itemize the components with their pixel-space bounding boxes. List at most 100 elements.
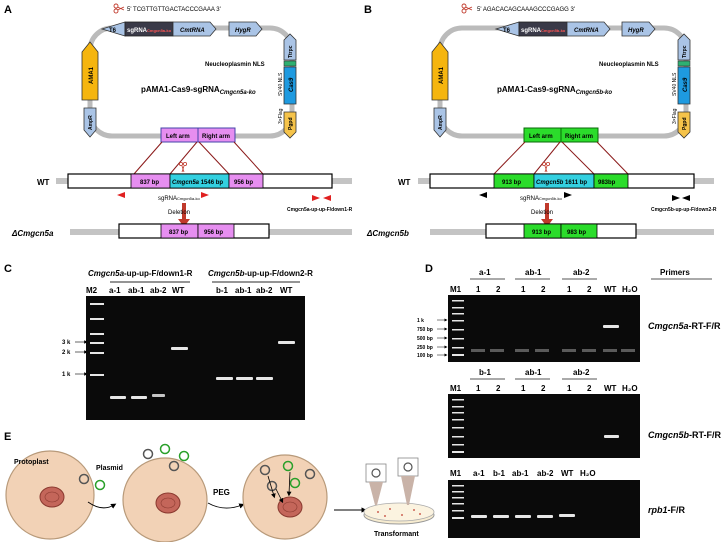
plasmid-icon xyxy=(259,464,271,476)
ladder-band xyxy=(452,497,464,499)
uptake-arrow xyxy=(275,488,284,504)
hygr-label: HygR xyxy=(235,28,251,34)
sample-band xyxy=(559,514,575,517)
nls-label: Neucleoplasmin NLS xyxy=(205,62,265,68)
plasmid-icon xyxy=(159,443,171,455)
gel-d1-lane-labels: M1 1 2 1 2 1 2 WT H₂O xyxy=(450,285,638,294)
ama1-label: AMA1 xyxy=(439,66,445,84)
mutant-right-fragment-label: 956 bp xyxy=(204,230,223,236)
lane-label: M1 xyxy=(450,469,462,478)
panel-label-e: E xyxy=(4,431,11,443)
plasmid-icon xyxy=(78,473,90,485)
ladder-band xyxy=(452,451,464,453)
pgpd-label: Pgpd xyxy=(682,118,688,131)
primer-dimer-band xyxy=(621,349,635,352)
primer-dimer-band xyxy=(562,349,576,352)
primer-label: Cmgcn5b-up-up-F/down2-R xyxy=(651,207,717,213)
plasmid-backbone xyxy=(87,25,295,139)
deletion-label: Deletion xyxy=(531,210,553,216)
plasmid-icon xyxy=(94,479,106,491)
panel-b: B 5' AGACACAGCAAAGCCCGAGG 3' T6 sgRNACmg… xyxy=(364,3,717,239)
plasmid-icon xyxy=(142,448,154,460)
nls-element xyxy=(283,60,297,67)
lane-label: M1 xyxy=(450,384,462,393)
group-label: ab-1 xyxy=(525,268,542,277)
lane-label: 1 xyxy=(521,285,526,294)
sgrna-cassette: T6 sgRNACmgcn5a-ko CmtRNA HygR xyxy=(100,21,263,37)
right-arm-box xyxy=(560,127,599,143)
sgrna-target-sequence: 5' AGACACAGCAAAGCCCGAGG 3' xyxy=(477,7,575,13)
pgpd-label: Pgpd xyxy=(288,118,294,131)
sgrna-site-label: sgRNACmgcn5b-ko xyxy=(520,196,562,202)
primers-header: Primers xyxy=(660,268,690,277)
wt-gene-label: Cmgcn5a 1546 bp xyxy=(172,180,223,186)
size-label: 500 bp xyxy=(417,336,433,342)
protoplast-label: Protoplast xyxy=(14,459,49,466)
primer-dimer-band xyxy=(490,349,504,352)
lane-label: WT xyxy=(604,285,617,294)
ampr-label: AmpR xyxy=(88,115,94,130)
sgrna-label: sgRNACmgcn5b-ko xyxy=(521,28,566,34)
primer-dimer-band xyxy=(515,349,529,352)
cut-site-icon xyxy=(179,162,188,173)
ama1-element xyxy=(431,41,449,101)
size-label: 1 k xyxy=(417,318,424,324)
sgrna-target-sequence: 5' TCGTTGTTGACTACCCGAAA 3' xyxy=(127,7,221,13)
protoplast-cell xyxy=(242,454,328,540)
sample-band xyxy=(603,325,619,328)
deletion-arrowhead xyxy=(178,219,190,227)
left-arm-label: Left arm xyxy=(529,134,553,140)
pgpd-element xyxy=(677,111,691,139)
mutant-label: ΔCmgcn5b xyxy=(366,229,409,238)
lane-label: a-1 xyxy=(109,286,121,295)
uptake-arrow xyxy=(286,471,292,497)
ladder-band xyxy=(452,406,464,408)
ladder-band xyxy=(452,320,464,322)
sample-band xyxy=(493,515,509,518)
primer-arrows xyxy=(117,192,331,201)
plasmid-icon xyxy=(289,477,301,489)
wt-label: WT xyxy=(37,178,50,187)
ladder-band xyxy=(452,491,464,493)
lane-label: 1 xyxy=(567,384,572,393)
gel-d3-lane-labels: M1 a-1 b-1 ab-1 ab-2 WT H₂O xyxy=(450,469,596,478)
gel-d1-primer: Cmgcn5a-RT-F/R xyxy=(648,321,721,331)
flag-label: 3×Flag xyxy=(672,108,678,124)
ampr-element xyxy=(83,107,97,138)
ladder-band xyxy=(452,313,464,315)
lane-label: WT xyxy=(172,286,185,295)
sgrna-cassette: T6 sgRNACmgcn5b-ko CmtRNA HygR xyxy=(494,21,656,37)
petri-dish xyxy=(363,502,435,525)
lane-label: b-1 xyxy=(216,286,229,295)
sample-band xyxy=(131,396,147,399)
ampr-element xyxy=(433,107,447,138)
right-arm-label: Right arm xyxy=(565,134,593,140)
transformant-label: Transformant xyxy=(374,531,419,538)
sgrna-site-label: sgRNACmgcn5a-ko xyxy=(158,196,200,202)
wt-right-fragment xyxy=(593,173,629,189)
ladder-band xyxy=(452,427,464,429)
group-label: ab-2 xyxy=(573,368,590,377)
gel-d1-size-labels: 1 k 750 bp 500 bp 250 bp 100 bp xyxy=(417,318,448,359)
gel-d2-primer: Cmgcn5b-RT-F/R xyxy=(648,430,722,440)
primer-label: Cmgcn5a-up-up-F/down1-R xyxy=(287,207,353,213)
ladder-band xyxy=(452,419,464,421)
size-label: 3 k xyxy=(62,340,71,346)
lane-label: 1 xyxy=(521,384,526,393)
sample-band xyxy=(256,377,273,380)
hygr-label: HygR xyxy=(628,28,644,34)
sample-band xyxy=(216,377,233,380)
flow-arrow xyxy=(207,502,245,509)
lane-label: WT xyxy=(604,384,617,393)
lane-label: ab-1 xyxy=(512,469,529,478)
group-label: a-1 xyxy=(479,268,491,277)
trpc-label: Ttrpc xyxy=(288,45,294,58)
ladder-band xyxy=(452,354,464,356)
ladder-band xyxy=(452,399,464,401)
panel-a: A 5' TCGTTGTTGACTACCCGAAA 3' T6 sgRNACmg… xyxy=(4,3,353,239)
deletion-arrowhead xyxy=(541,219,553,227)
pipette-tip-icon xyxy=(397,457,419,505)
deletion-label: Deletion xyxy=(168,210,190,216)
group-label: ab-2 xyxy=(573,268,590,277)
primer-dimer-band xyxy=(471,349,485,352)
